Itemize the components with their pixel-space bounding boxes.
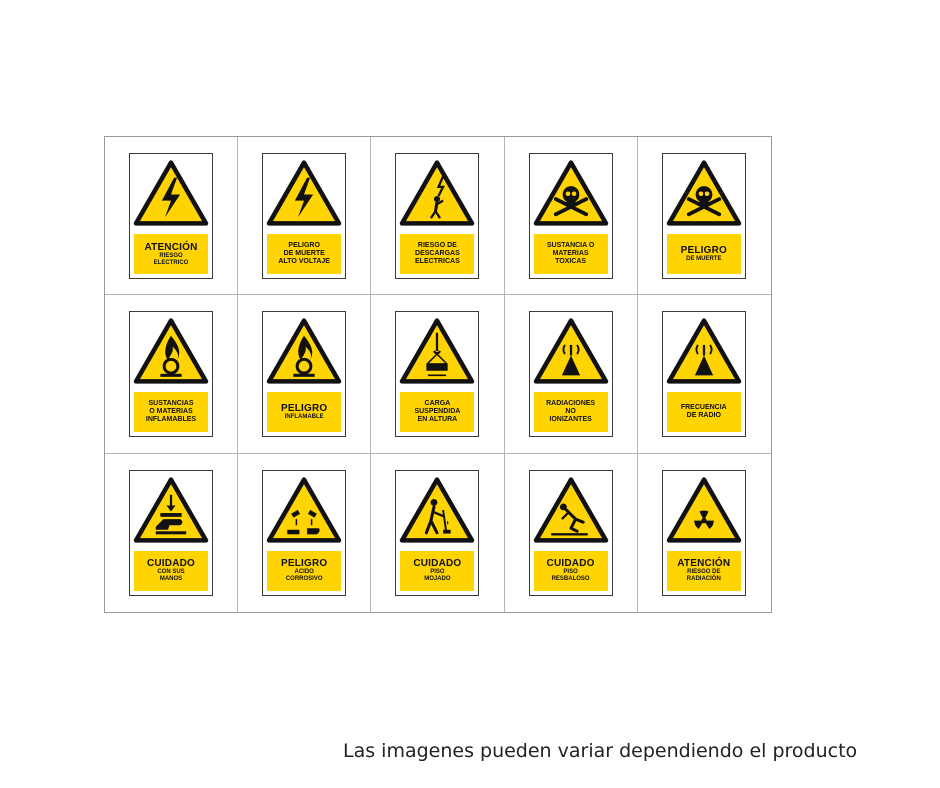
sign-label-plate: PELIGRO INFLAMABLE [267,392,342,433]
sign-heading: CUIDADO [146,558,196,570]
sign-cell: CUIDADO PISO RESBALOSO [505,453,638,612]
sign-heading: ATENCIÓN [144,241,198,253]
warning-sign: PELIGRO ACIDO CORROSIVO [262,469,347,596]
sign-label-plate: CUIDADO PISO RESBALOSO [533,550,608,591]
sign-cell: PELIGRO INFLAMABLE [238,295,372,454]
sign-subtext: RIESGO DE RADIACIÓN [686,569,721,583]
non-ionizing-radiation-icon [533,318,608,385]
sign-subtext: INFLAMABLE [284,414,324,421]
sign-heading: CUIDADO [546,558,595,570]
sign-text: SUSTANCIA O MATERIAS TOXICAS [546,242,595,265]
suspended-load-icon [400,318,475,385]
radio-frequency-icon [666,318,742,385]
sign-label-plate: RADIACIONES NO IONIZANTES [533,392,608,433]
warning-sign: FRECUENCIA DE RADIO [661,311,746,438]
disclaimer-caption: Las imagenes pueden variar dependiendo e… [343,740,858,762]
sign-cell: CUIDADO CON SUS MANOS [105,453,239,612]
sign-label-plate: PELIGRO DE MUERTE [666,234,741,274]
warning-sign: PELIGRO DE MUERTE ALTO VOLTAJE [262,153,347,279]
warning-sign: PELIGRO DE MUERTE [661,153,746,279]
electric-bolt-icon [133,160,209,226]
sign-cell: ATENCIÓN RIESGO DE RADIACIÓN [638,454,771,612]
warning-sign: CUIDADO CON SUS MANOS [129,469,213,596]
electric-discharge-person-icon [400,160,475,226]
skull-crossbones-icon [533,160,608,226]
sign-text: FRECUENCIA DE RADIO [680,404,727,420]
warning-sign: CARGA SUSPENDIDA EN ALTURA [395,311,480,438]
wet-floor-icon [400,476,475,543]
sign-subtext: ACIDO CORROSIVO [285,569,323,583]
skull-crossbones-icon [666,160,742,226]
sign-text: RIESGO DE DESCARGAS ELECTRICAS [415,242,460,265]
radiation-trefoil-icon [666,476,742,543]
sign-cell: PELIGRO DE MUERTE ALTO VOLTAJE [238,137,372,296]
sign-label-plate: FRECUENCIA DE RADIO [666,392,741,433]
sign-cell: SUSTANCIAS O MATERIAS INFLAMABLES [105,295,239,454]
warning-sign: CUIDADO PISO MOJADO [395,469,480,596]
warning-sign: RIESGO DE DESCARGAS ELECTRICAS [395,153,480,279]
sign-subtext: DE MUERTE [686,256,722,262]
sign-heading: PELIGRO [280,403,328,415]
warning-sign: RADIACIONES NO IONIZANTES [528,311,613,438]
sign-label-plate: PELIGRO ACIDO CORROSIVO [267,550,342,591]
sign-subtext: RIESGO ELECTRICO [153,252,189,266]
sign-subtext: PISO RESBALOSO [551,569,590,583]
sign-cell: ATENCIÓN RIESGO ELECTRICO [105,137,239,296]
sign-label-plate: SUSTANCIAS O MATERIAS INFLAMABLES [134,392,208,433]
hand-crush-icon [133,476,209,543]
sign-heading: PELIGRO [280,558,328,570]
sign-text: CARGA SUSPENDIDA EN ALTURA [414,400,461,424]
sign-cell: SUSTANCIA O MATERIAS TOXICAS [504,137,638,296]
sign-heading: ATENCIÓN [677,558,731,570]
sign-cell: PELIGRO DE MUERTE [637,137,771,296]
electric-bolt-icon [266,160,342,226]
warning-sign: ATENCIÓN RIESGO ELECTRICO [129,153,213,279]
sign-label-plate: ATENCIÓN RIESGO ELECTRICO [134,234,208,274]
sign-subtext: PISO MOJADO [424,569,451,583]
sign-heading: PELIGRO [680,245,727,256]
warning-sign: CUIDADO PISO RESBALOSO [528,469,613,596]
corrosive-icon [266,476,342,543]
sign-text: RADIACIONES NO IONIZANTES [546,400,596,424]
sign-cell: PELIGRO ACIDO CORROSIVO [238,453,372,612]
sign-label-plate: PELIGRO DE MUERTE ALTO VOLTAJE [267,234,342,274]
warning-sign: SUSTANCIAS O MATERIAS INFLAMABLES [129,311,213,438]
sign-text: PELIGRO DE MUERTE ALTO VOLTAJE [278,242,330,265]
sign-cell: RADIACIONES NO IONIZANTES [504,295,638,454]
warning-sign: SUSTANCIA O MATERIAS TOXICAS [528,153,613,279]
sign-cell: FRECUENCIA DE RADIO [637,295,771,454]
sign-label-plate: RIESGO DE DESCARGAS ELECTRICAS [400,234,475,274]
sign-text: SUSTANCIAS O MATERIAS INFLAMABLES [145,400,197,424]
flame-over-circle-icon [266,318,342,385]
sign-label-plate: ATENCIÓN RIESGO DE RADIACIÓN [666,550,741,591]
sign-label-plate: SUSTANCIA O MATERIAS TOXICAS [533,234,608,274]
flame-over-circle-icon [133,318,209,385]
sign-label-plate: CUIDADO PISO MOJADO [400,550,475,591]
slippery-floor-icon [533,476,608,543]
warning-sign: PELIGRO INFLAMABLE [262,311,347,438]
sign-cell: CUIDADO PISO MOJADO [371,453,505,612]
warning-sign: ATENCIÓN RIESGO DE RADIACIÓN [661,469,746,596]
sign-subtext: CON SUS MANOS [157,569,185,583]
sign-heading: CUIDADO [413,558,462,570]
safety-sign-sheet: ATENCIÓN RIESGO ELECTRICO PELIGRO DE MUE… [104,136,772,613]
sign-cell: CARGA SUSPENDIDA EN ALTURA [371,295,505,454]
sign-label-plate: CARGA SUSPENDIDA EN ALTURA [400,392,475,433]
sign-label-plate: CUIDADO CON SUS MANOS [134,550,208,591]
sign-cell: RIESGO DE DESCARGAS ELECTRICAS [371,137,505,296]
